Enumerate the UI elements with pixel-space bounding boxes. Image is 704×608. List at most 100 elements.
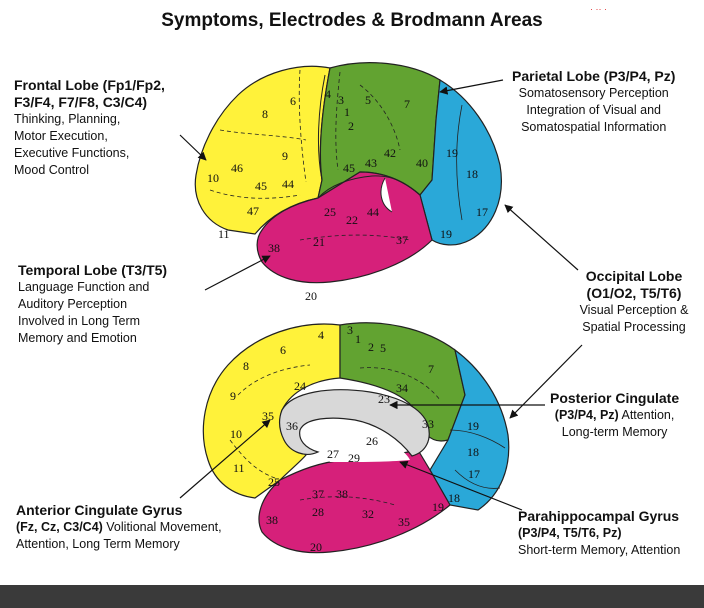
- parahippocampal-desc-1: Short-term Memory, Attention: [518, 542, 680, 559]
- m-area-32-label: 35: [262, 409, 274, 423]
- area-17-label: 17: [476, 205, 488, 219]
- occipital-desc-2: Spatial Processing: [572, 319, 696, 336]
- area-37-label: 37: [396, 233, 408, 247]
- m-area-4-label: 4: [318, 328, 324, 342]
- m-area-34-label: 37: [312, 487, 324, 501]
- area-10-label: 10: [207, 171, 219, 185]
- posterior-cingulate-heading: Posterior Cingulate: [550, 390, 679, 407]
- posterior-cingulate-annotation: Posterior Cingulate (P3/P4, Pz) Attentio…: [550, 390, 679, 441]
- temporal-desc-2: Auditory Perception: [18, 296, 167, 313]
- area-18-label: 18: [466, 167, 478, 181]
- area-2-label: 2: [348, 119, 354, 133]
- posterior-cingulate-electrodes: (P3/P4, Pz): [555, 408, 619, 422]
- area-40-label: 42: [384, 146, 396, 160]
- m-area-24-label: 24: [294, 379, 306, 393]
- parietal-annotation: Parietal Lobe (P3/P4, Pz) Somatosensory …: [512, 68, 675, 136]
- m-area-35-label: 38: [336, 487, 348, 501]
- area-20-label: 20: [305, 289, 317, 303]
- m-area-20-label: 20: [310, 540, 322, 554]
- frontal-heading: Frontal Lobe (Fp1/Fp2,: [14, 77, 165, 94]
- frontal-annotation: Frontal Lobe (Fp1/Fp2, F3/F4, F7/F8, C3/…: [14, 77, 165, 179]
- temporal-annotation: Temporal Lobe (T3/T5) Language Function …: [18, 262, 167, 347]
- occipital-heading: Occipital Lobe: [572, 268, 696, 285]
- parietal-desc-1: Somatosensory Perception: [512, 85, 675, 102]
- occipital-arrow-upper: [505, 205, 578, 270]
- area-42-label: 44: [367, 205, 379, 219]
- frontal-desc-3: Executive Functions,: [14, 145, 165, 162]
- m-area-19-label: 19: [467, 419, 479, 433]
- m-area-23-label: 23: [378, 392, 390, 406]
- m-area-29-label: 29: [348, 451, 360, 465]
- m-area-2-label: 2: [368, 340, 374, 354]
- parahippocampal-annotation: Parahippocampal Gyrus (P3/P4, T5/T6, Pz)…: [518, 508, 680, 559]
- m-area-26-label: 26: [366, 434, 378, 448]
- m-area-37-label: 35: [398, 515, 410, 529]
- temporal-heading: Temporal Lobe (T3/T5): [18, 262, 167, 279]
- area-47-label: 47: [247, 204, 259, 218]
- m-area-28-label: 28: [312, 505, 324, 519]
- area-1-label: 1: [344, 105, 350, 119]
- area-11-label: 11: [218, 227, 230, 241]
- posterior-cingulate-desc-1: Attention,: [619, 408, 675, 422]
- anterior-cingulate-desc-1: Volitional Movement,: [103, 520, 222, 534]
- m-area-25-label: 25: [268, 475, 280, 489]
- m-area-36-label: 32: [362, 507, 374, 521]
- m-area-10-label: 10: [230, 427, 242, 441]
- area-7-label: 7: [404, 97, 410, 111]
- m-area-18-label: 18: [467, 445, 479, 459]
- area-4-label: 4: [325, 87, 331, 101]
- m-area-18b-label: 18: [448, 491, 460, 505]
- frontal-desc-1: Thinking, Planning,: [14, 111, 165, 128]
- area-38-label: 38: [268, 241, 280, 255]
- area-25-label: 25: [324, 205, 336, 219]
- m-area-27-label: 27: [327, 447, 339, 461]
- m-area-19b-label: 19: [432, 500, 444, 514]
- m-area-31-label: 34: [396, 381, 408, 395]
- m-area-8-label: 8: [243, 359, 249, 373]
- frontal-desc-2: Motor Execution,: [14, 128, 165, 145]
- m-area-33-label: 36: [286, 419, 298, 433]
- temporal-desc-1: Language Function and: [18, 279, 167, 296]
- area-5-label: 5: [365, 93, 371, 107]
- m-area-38-label: 38: [266, 513, 278, 527]
- occipital-desc-1: Visual Perception &: [572, 302, 696, 319]
- anterior-cingulate-desc-2: Attention, Long Term Memory: [16, 536, 222, 553]
- temporal-arrow: [205, 256, 270, 290]
- m-area-6-label: 6: [280, 343, 286, 357]
- area-44-label: 44: [282, 177, 294, 191]
- area-43-label: 45: [343, 161, 355, 175]
- m-area-9-label: 9: [230, 389, 236, 403]
- parietal-desc-3: Somatospatial Information: [512, 119, 675, 136]
- m-area-11-label: 11: [233, 461, 245, 475]
- area-8-label: 8: [262, 107, 268, 121]
- area-41-label: 43: [365, 156, 377, 170]
- area-6-label: 6: [290, 94, 296, 108]
- m-area-5-label: 5: [380, 341, 386, 355]
- frontal-arrow: [180, 135, 206, 160]
- m-area-17-label: 17: [468, 467, 480, 481]
- area-22-label: 22: [346, 213, 358, 227]
- occipital-electrodes: (O1/O2, T5/T6): [572, 285, 696, 302]
- area-39-label: 40: [416, 156, 428, 170]
- m-area-7-label: 7: [428, 362, 434, 376]
- area-21-label: 21: [313, 235, 325, 249]
- area-19b-label: 19: [440, 227, 452, 241]
- anterior-cingulate-annotation: Anterior Cingulate Gyrus (Fz, Cz, C3/C4)…: [16, 502, 222, 553]
- m-area-30-label: 33: [422, 417, 434, 431]
- area-19-label: 19: [446, 146, 458, 160]
- frontal-electrodes: F3/F4, F7/F8, C3/C4): [14, 94, 165, 111]
- posterior-cingulate-desc-2: Long-term Memory: [550, 424, 679, 441]
- parietal-heading: Parietal Lobe (P3/P4, Pz): [512, 68, 675, 85]
- temporal-desc-4: Memory and Emotion: [18, 330, 167, 347]
- footer-bar: [0, 585, 704, 608]
- area-45-label: 45: [255, 179, 267, 193]
- occipital-annotation: Occipital Lobe (O1/O2, T5/T6) Visual Per…: [572, 268, 696, 336]
- parietal-desc-2: Integration of Visual and: [512, 102, 675, 119]
- m-area-1-label: 1: [355, 332, 361, 346]
- frontal-desc-4: Mood Control: [14, 162, 165, 179]
- parahippocampal-heading: Parahippocampal Gyrus: [518, 508, 680, 525]
- anterior-cingulate-electrodes: (Fz, Cz, C3/C4): [16, 520, 103, 534]
- area-46-label: 46: [231, 161, 243, 175]
- parahippocampal-electrodes: (P3/P4, T5/T6, Pz): [518, 525, 680, 542]
- anterior-cingulate-heading: Anterior Cingulate Gyrus: [16, 502, 222, 519]
